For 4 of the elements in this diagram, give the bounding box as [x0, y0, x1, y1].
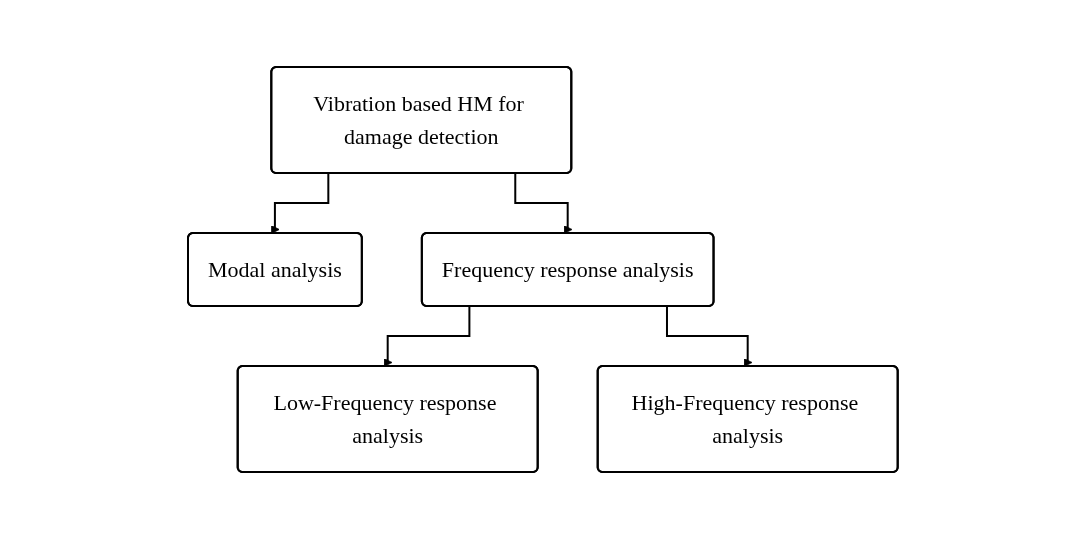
arrow [383, 305, 471, 367]
arrow [271, 172, 330, 234]
arrow [666, 305, 753, 367]
arrow [514, 172, 573, 234]
